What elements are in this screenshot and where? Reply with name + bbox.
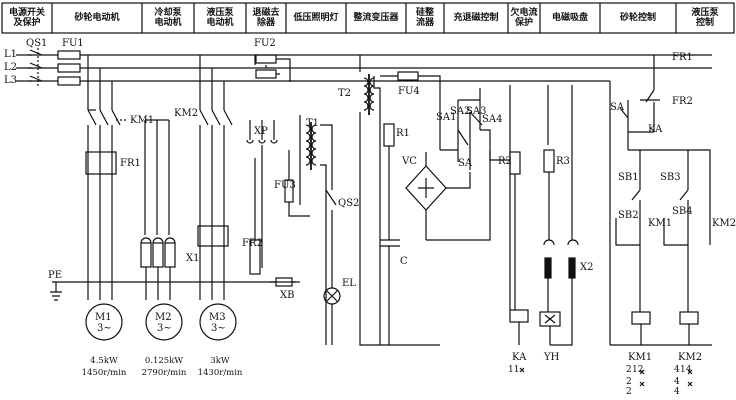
header-cell-hydraulic-motor: 液压泵 电动机	[206, 8, 234, 28]
header-cell-wheel-control: 砂轮控制	[619, 13, 656, 23]
contact-km1-b: 12	[632, 365, 644, 375]
label-right-km2: KM2	[712, 218, 736, 229]
label-ka-bottom: KA	[512, 352, 527, 363]
label-sa4: SA4	[482, 114, 503, 125]
label-fu3: FU3	[274, 180, 296, 191]
header-cell-magnetize-control: 充退磁控制	[453, 13, 499, 23]
label-right-fr1: FR1	[672, 52, 693, 63]
header-cell-grinding-motor: 砂轮电动机	[74, 13, 120, 23]
header-cell-power-switch: 电源开关 及保护	[8, 8, 45, 28]
motor-3-name: M3	[209, 312, 226, 323]
label-r1: R1	[396, 128, 410, 139]
contact-km2-b: 14	[680, 365, 692, 375]
label-sb3: SB3	[660, 172, 681, 183]
motor-3-speed: 1430r/min	[197, 368, 243, 378]
label-r3: R3	[556, 156, 570, 167]
header-cell-lighting: 低压照明灯	[293, 13, 339, 23]
motor-1-power: 4.5kW	[90, 356, 118, 366]
header-cell-undercurrent: 欠电流 保护	[510, 8, 538, 28]
motor-1-speed: 1450r/min	[81, 368, 127, 378]
label-x1: X1	[186, 253, 200, 264]
contact-ka-number: 11	[508, 365, 520, 375]
contact-km2-a: 4	[674, 365, 680, 375]
label-sa1: SA1	[436, 112, 457, 123]
header-cell-magnetic-chuck: 电磁吸盘	[551, 13, 588, 23]
label-t2: T2	[338, 88, 352, 99]
label-sb1: SB1	[618, 172, 639, 183]
label-right-fr2: FR2	[672, 96, 693, 107]
header-cell-coolant-motor: 冷却泵 电动机	[154, 8, 182, 28]
label-pe: PE	[48, 270, 63, 281]
contact-km1-c: 2	[626, 377, 632, 387]
label-l2: L2	[4, 62, 18, 73]
label-l1: L1	[4, 49, 18, 60]
label-qs1: QS1	[26, 38, 48, 49]
label-yh-bottom: YH	[544, 352, 560, 363]
label-l3: L3	[4, 75, 18, 86]
label-fu1: FU1	[62, 38, 84, 49]
label-km2-bottom: KM2	[678, 352, 703, 363]
contact-km2-d: 4	[674, 387, 680, 397]
label-fr2: FR2	[242, 238, 263, 249]
label-x2: X2	[580, 262, 594, 273]
header-cell-rectifier-transformer: 整流变压器	[353, 13, 399, 23]
label-vc: VC	[402, 156, 417, 167]
label-right-km1: KM1	[648, 218, 673, 229]
section-header-bar: 电源开关 及保护 砂轮电动机 冷却泵 电动机 液压泵 电动机 退磁去 除器 低压…	[0, 0, 736, 34]
motor-2-speed: 2790r/min	[141, 368, 187, 378]
label-km1-bottom: KM1	[628, 352, 653, 363]
label-fu2: FU2	[254, 38, 276, 49]
label-sb4: SB4	[672, 206, 693, 217]
label-xb: XB	[280, 290, 295, 301]
motor-2-phase: 3~	[157, 323, 172, 334]
motor-2-power: 0.125kW	[144, 356, 184, 366]
contact-km1-d: 2	[626, 387, 632, 397]
label-sb2: SB2	[618, 210, 639, 221]
motor-1-name: M1	[95, 312, 112, 323]
header-cell-silicon-rectifier: 硅整 流器	[415, 8, 434, 28]
label-r2: R2	[498, 156, 512, 167]
motor-3-power: 3kW	[210, 356, 230, 366]
label-km2: KM2	[174, 108, 199, 119]
motor-3-phase: 3~	[211, 323, 226, 334]
label-fr1: FR1	[120, 158, 141, 169]
label-sa3: SA3	[466, 106, 487, 117]
label-right-sa: SA	[610, 102, 625, 113]
label-km1: KM1	[130, 115, 155, 126]
motor-2-name: M2	[155, 312, 172, 323]
contact-km2-c: 4	[674, 377, 680, 387]
label-sa2: SA2	[450, 106, 471, 117]
label-t1: T1	[306, 118, 320, 129]
label-el: EL	[342, 278, 356, 289]
label-qs2: QS2	[338, 198, 360, 209]
label-fu4: FU4	[398, 86, 420, 97]
header-cell-pump-control: 液压泵 控制	[691, 8, 719, 28]
motor-1-phase: 3~	[97, 323, 112, 334]
label-sa: SA	[458, 158, 473, 169]
label-right-ka: KA	[648, 124, 663, 135]
label-xp: XP	[254, 126, 268, 137]
label-c: C	[400, 256, 408, 267]
contact-km1-a: 2	[626, 365, 632, 375]
header-cell-demagnetizer: 退磁去 除器	[252, 8, 280, 28]
